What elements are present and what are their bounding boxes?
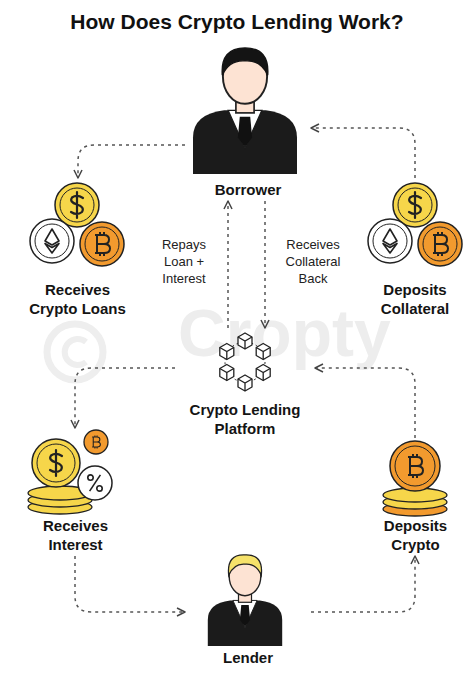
node-label: Crypto Lending Platform bbox=[180, 400, 310, 438]
coin-node: Deposits Collateral bbox=[359, 178, 471, 320]
flow-arrow bbox=[75, 556, 185, 612]
lender-figure bbox=[208, 555, 282, 646]
flow-arrow bbox=[264, 201, 266, 328]
watermark-text: Cropty bbox=[178, 300, 391, 366]
flow-arrow bbox=[311, 128, 415, 178]
edge-label: Receives Collateral Back bbox=[272, 236, 354, 287]
loan-coins bbox=[30, 183, 124, 266]
flow-arrow bbox=[78, 145, 185, 178]
coin-node: Receives Interest bbox=[20, 428, 131, 556]
node-label: Deposits Collateral bbox=[363, 280, 468, 318]
node-label: Receives Crypto Loans bbox=[25, 280, 130, 318]
diagram-title: How Does Crypto Lending Work? bbox=[0, 9, 474, 35]
node-label: Borrower bbox=[188, 180, 308, 199]
person-node: Lender bbox=[185, 553, 311, 669]
borrower-figure bbox=[193, 48, 297, 174]
interest-coins bbox=[28, 430, 112, 514]
collateral-coins bbox=[368, 183, 462, 266]
platform-node: Crypto Lending Platform bbox=[175, 328, 315, 440]
flow-arrow bbox=[311, 556, 415, 612]
crypto-coins bbox=[383, 441, 447, 516]
coin-node: Receives Crypto Loans bbox=[20, 178, 135, 320]
flow-arrow bbox=[315, 368, 415, 438]
person-node: Borrower bbox=[185, 40, 311, 201]
node-label: Deposits Crypto bbox=[363, 516, 468, 554]
flow-arrow bbox=[227, 201, 229, 328]
node-label: Lender bbox=[188, 648, 308, 667]
watermark-logo bbox=[47, 324, 103, 380]
coin-node: Deposits Crypto bbox=[360, 438, 471, 556]
platform-icon bbox=[220, 333, 270, 391]
flow-arrow bbox=[75, 368, 175, 428]
edge-label: Repays Loan + Interest bbox=[146, 236, 222, 287]
node-label: Receives Interest bbox=[23, 516, 128, 554]
